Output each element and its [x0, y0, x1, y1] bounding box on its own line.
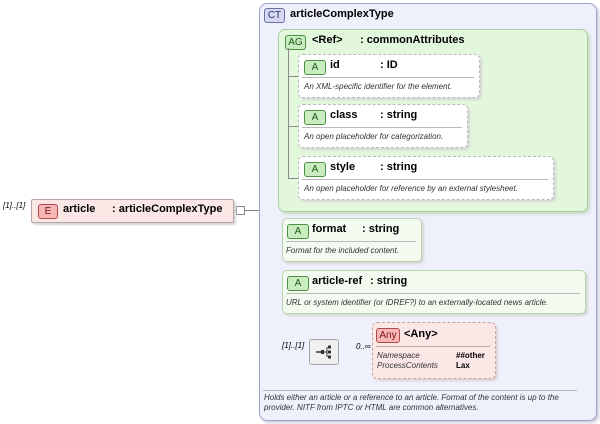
attribute-class-tag: A	[304, 110, 326, 125]
attribute-format-tag: A	[287, 224, 309, 239]
attribute-article-ref-name: article-ref	[312, 275, 363, 287]
any-prop-value-processcontents: Lax	[456, 361, 470, 370]
complex-type-doc: Holds either an article or a reference t…	[264, 393, 559, 412]
attribute-style-doc: An open placeholder for reference by an …	[304, 184, 518, 193]
attribute-id-divider	[302, 77, 474, 78]
attribute-article-ref-doc: URL or system identifier (or IDREF?) to …	[286, 298, 549, 307]
attribute-class-divider	[302, 127, 462, 128]
complex-type-name[interactable]: articleComplexType	[290, 8, 394, 20]
connector-attr-id	[288, 76, 298, 77]
element-type: : articleComplexType	[112, 203, 223, 215]
attribute-class-type: : string	[380, 109, 418, 121]
element-occurrence: [1]..[1]	[3, 201, 26, 210]
any-name: <Any>	[404, 328, 438, 340]
element-tag: E	[38, 204, 58, 219]
attribute-format-doc: Format for the included content.	[286, 246, 399, 255]
attribute-article-ref-type: : string	[370, 275, 408, 287]
connector-attr-class	[288, 126, 298, 127]
attribute-article-ref-box[interactable]	[282, 270, 586, 314]
attribute-style-divider	[302, 179, 548, 180]
complex-type-divider	[263, 390, 577, 391]
sequence-compositor[interactable]	[309, 339, 339, 365]
sequence-icon	[316, 345, 331, 359]
attribute-id-type: : ID	[380, 59, 398, 71]
any-occurrence: 0..∞	[356, 342, 371, 351]
attribute-group-ref: <Ref>	[312, 34, 343, 46]
any-prop-key-processcontents: ProcessContents	[377, 361, 438, 370]
sequence-occurrence: [1]..[1]	[282, 341, 305, 350]
attribute-id-box[interactable]	[298, 54, 480, 98]
attribute-class-doc: An open placeholder for categorization.	[304, 132, 444, 141]
attribute-style-tag: A	[304, 162, 326, 177]
connector-attr-style	[288, 178, 298, 179]
attribute-class-box[interactable]	[298, 104, 468, 148]
any-tag: Any	[376, 328, 400, 343]
attribute-id-tag: A	[304, 60, 326, 75]
attribute-format-type: : string	[362, 223, 400, 235]
attribute-group-tag: AG	[285, 35, 306, 50]
attribute-style-box[interactable]	[298, 156, 554, 200]
attribute-article-ref-tag: A	[287, 276, 309, 291]
attribute-group-name[interactable]: : commonAttributes	[360, 34, 465, 46]
attribute-class-name: class	[330, 109, 358, 121]
attribute-format-divider	[286, 241, 416, 242]
attribute-id-doc: An XML-specific identifier for the eleme…	[304, 82, 453, 91]
element-box[interactable]	[31, 199, 234, 223]
any-prop-value-namespace: ##other	[456, 351, 485, 360]
complex-type-tag: CT	[264, 8, 285, 23]
any-divider	[376, 346, 490, 347]
attribute-id-name: id	[330, 59, 340, 71]
any-prop-key-namespace: Namespace	[377, 351, 420, 360]
ag-trunk	[288, 48, 289, 178]
attribute-article-ref-divider	[286, 293, 580, 294]
attribute-style-name: style	[330, 161, 356, 173]
connector-to-children	[244, 210, 268, 211]
attribute-style-type: : string	[380, 161, 418, 173]
attribute-format-name: format	[312, 223, 347, 235]
element-name: article	[63, 203, 96, 215]
